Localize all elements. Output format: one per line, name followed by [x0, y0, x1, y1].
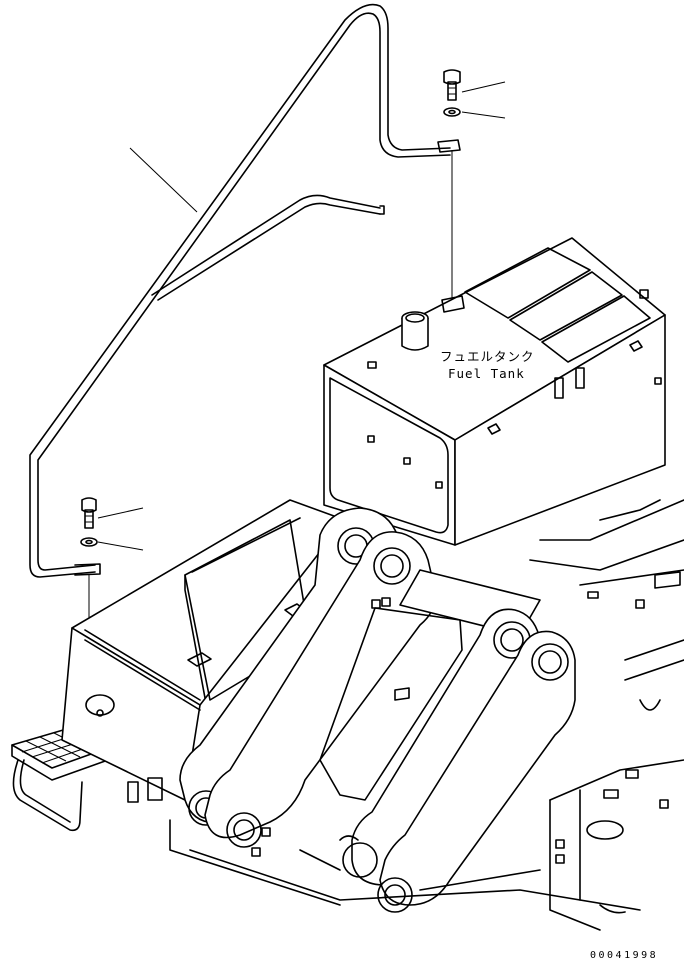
left-box [61, 499, 346, 803]
handrail [29, 3, 461, 578]
leader-handrail [129, 147, 198, 213]
bolt-lower [81, 497, 97, 529]
washer-upper [443, 107, 461, 117]
drawing-number: 00041998 [590, 950, 659, 961]
fuel-tank-label-jp: フュエルタンク [440, 349, 535, 364]
fuel-tank [323, 237, 666, 546]
fuel-tank-label-en: Fuel Tank [448, 366, 525, 381]
washer-lower [80, 537, 98, 547]
bolt-upper [443, 69, 461, 101]
frame [169, 499, 684, 931]
